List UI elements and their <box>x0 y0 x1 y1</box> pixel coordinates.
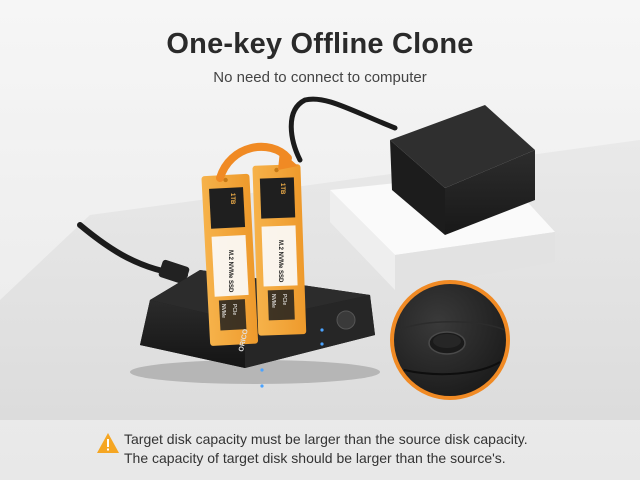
ssd-right-interface: PCIe <box>281 294 287 305</box>
page-subtitle: No need to connect to computer <box>213 69 427 86</box>
ssd-right-capacity: 1TB <box>279 183 285 195</box>
dock-brand: ORICO <box>238 328 250 352</box>
ssd-left-capacity: 1TB <box>229 193 235 205</box>
ssd-left <box>201 173 259 346</box>
ssd-left-interface: PCIe <box>231 304 237 315</box>
note-line-1: Target disk capacity must be larger than… <box>124 431 528 447</box>
ssd-left-type: NVMe <box>220 304 226 318</box>
note-line-2: The capacity of target disk should be la… <box>124 450 506 466</box>
ssd-right-type: NVMe <box>270 294 276 308</box>
ssd-left-model: M.2 NVMe SSD <box>227 250 233 293</box>
clone-arrow-icon <box>216 142 298 182</box>
usb-plug <box>158 259 190 285</box>
capacity-note: Target disk capacity must be larger than… <box>124 430 528 468</box>
power-cable <box>288 96 398 163</box>
ssd-right <box>252 164 307 336</box>
warning-icon <box>97 433 119 453</box>
button-zoom-detail <box>390 280 510 400</box>
page-title: One-key Offline Clone <box>166 28 474 60</box>
ssd-right-model: M.2 NVMe SSD <box>277 240 283 283</box>
power-adapter <box>390 105 535 235</box>
